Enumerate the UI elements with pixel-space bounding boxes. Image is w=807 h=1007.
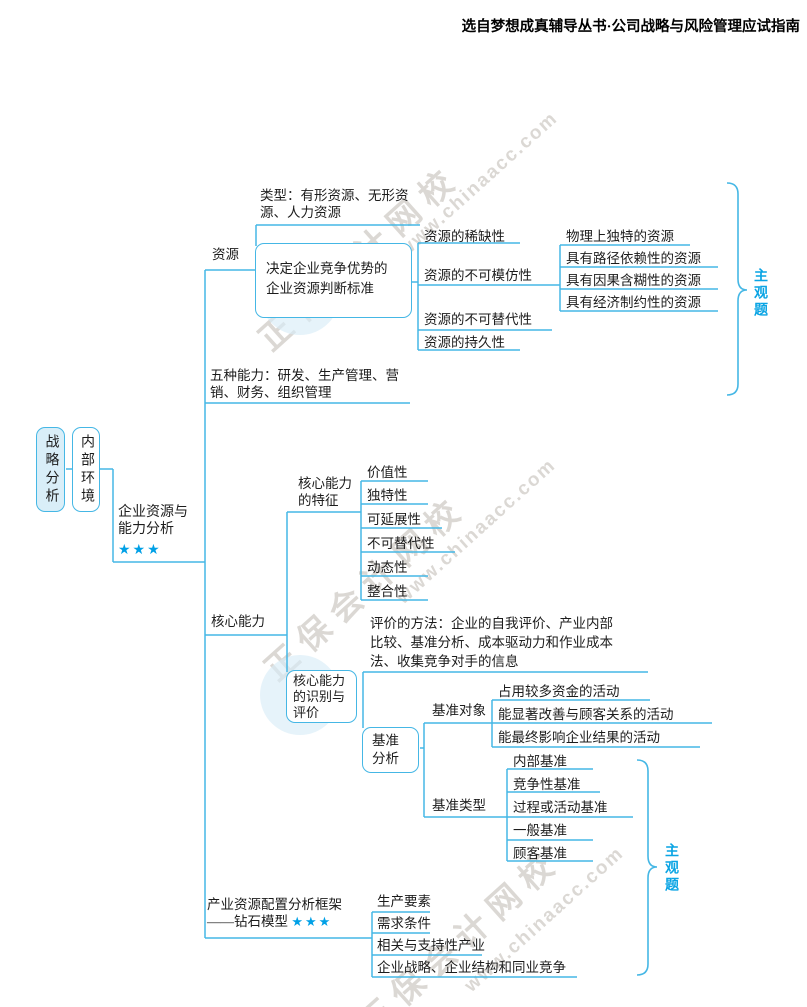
node-diamond-item: 相关与支持性产业 bbox=[377, 938, 485, 953]
node-criterion: 资源的稀缺性 bbox=[424, 229, 505, 244]
subjective-brace-bottom bbox=[636, 759, 658, 976]
node-criterion: 资源的不可模仿性 bbox=[424, 268, 532, 283]
node-core-trait: 独特性 bbox=[367, 488, 408, 503]
node-core-trait: 价值性 bbox=[367, 465, 408, 480]
node-core-competence-label: 核心能力 bbox=[211, 614, 265, 629]
node-criterion: 资源的不可替代性 bbox=[424, 312, 532, 327]
node-benchmark-box: 基准分析 bbox=[362, 727, 419, 773]
node-benchmark-object-label: 基准对象 bbox=[432, 703, 486, 718]
node-diamond-label: 产业资源配置分析框架——钻石模型 ★★★ bbox=[207, 896, 345, 931]
node-identify-box: 核心能力的识别与评价 bbox=[286, 670, 357, 723]
node-benchmark-box-label: 基准分析 bbox=[372, 733, 399, 766]
node-core-traits-label: 核心能力的特征 bbox=[298, 476, 352, 508]
node-resources-label: 资源 bbox=[212, 247, 239, 262]
node-strategic-analysis: 战略分析 bbox=[36, 427, 65, 512]
node-core-trait: 动态性 bbox=[367, 560, 408, 575]
node-evaluation-methods: 评价的方法：企业的自我评价、产业内部比较、基准分析、成本驱动力和作业成本法、收集… bbox=[370, 616, 613, 669]
node-criteria-box: 决定企业竞争优势的企业资源判断标准 bbox=[255, 243, 412, 318]
node-benchmark-type: 顾客基准 bbox=[513, 846, 567, 861]
node-benchmark-type: 过程或活动基准 bbox=[513, 800, 608, 815]
node-diamond-item: 企业战略、企业结构和同业竞争 bbox=[377, 960, 566, 975]
node-diamond-item: 生产要素 bbox=[377, 894, 431, 909]
node-benchmark-type: 内部基准 bbox=[513, 754, 567, 769]
subjective-brace-top bbox=[726, 182, 748, 396]
node-inimitable-type: 具有路径依赖性的资源 bbox=[566, 251, 701, 266]
node-diamond-label-text: 产业资源配置分析框架——钻石模型 bbox=[207, 897, 342, 929]
node-strategic-analysis-label: 战略分析 bbox=[43, 433, 59, 506]
diamond-star-rating: ★★★ bbox=[291, 915, 333, 930]
node-identify-box-label: 核心能力的识别与评价 bbox=[293, 673, 346, 720]
node-core-trait: 整合性 bbox=[367, 584, 408, 599]
node-inimitable-type: 具有因果含糊性的资源 bbox=[566, 273, 701, 288]
connector-lines bbox=[66, 224, 718, 978]
node-topic-label: 企业资源与能力分析 bbox=[118, 505, 188, 537]
node-resource-types: 类型：有形资源、无形资源、人力资源 bbox=[260, 188, 409, 220]
node-diamond-item: 需求条件 bbox=[377, 916, 431, 931]
node-benchmark-type: 一般基准 bbox=[513, 823, 567, 838]
subjective-question-label-top: 主观题 bbox=[752, 268, 767, 319]
node-benchmark-object: 占用较多资金的活动 bbox=[498, 684, 620, 699]
node-benchmark-object: 能显著改善与顾客关系的活动 bbox=[498, 707, 674, 722]
node-criteria-box-label: 决定企业竞争优势的企业资源判断标准 bbox=[266, 261, 388, 296]
node-benchmark-object: 能最终影响企业结果的活动 bbox=[498, 730, 660, 745]
node-inimitable-type: 物理上独特的资源 bbox=[566, 229, 674, 244]
node-core-trait: 可延展性 bbox=[367, 512, 421, 527]
node-criterion: 资源的持久性 bbox=[424, 335, 505, 350]
node-inimitable-type: 具有经济制约性的资源 bbox=[566, 295, 701, 310]
node-benchmark-type-label: 基准类型 bbox=[432, 798, 486, 813]
subjective-question-label-bottom: 主观题 bbox=[663, 843, 678, 894]
node-internal-environment: 内部环境 bbox=[72, 427, 100, 512]
node-benchmark-type: 竞争性基准 bbox=[513, 777, 581, 792]
node-internal-environment-label: 内部环境 bbox=[79, 433, 94, 506]
node-core-trait: 不可替代性 bbox=[367, 536, 435, 551]
node-five-abilities: 五种能力：研发、生产管理、营销、财务、组织管理 bbox=[210, 368, 399, 400]
topic-star-rating: ★★★ bbox=[118, 542, 162, 558]
page-source-note: 选自梦想成真辅导丛书·公司战略与风险管理应试指南 bbox=[461, 19, 800, 35]
